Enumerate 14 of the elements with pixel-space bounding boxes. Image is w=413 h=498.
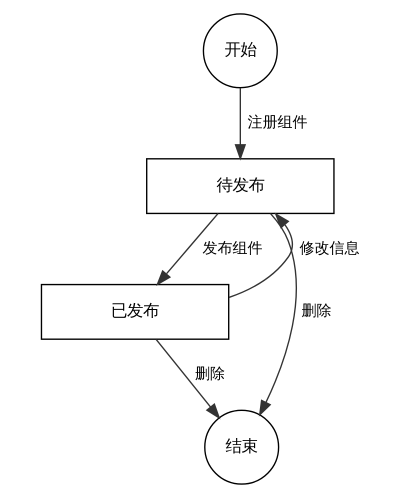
edge-label: 删除 [302, 302, 332, 320]
edge-label: 发布组件 [202, 238, 262, 257]
arrow [258, 213, 297, 417]
arrow [228, 212, 294, 298]
node-box: 已发布 [40, 284, 230, 340]
edge-label: 注册组件 [248, 113, 308, 132]
node-circle: 结束 [204, 410, 280, 485]
node-circle: 开始 [202, 13, 278, 88]
node-box: 待发布 [146, 158, 335, 214]
edge-label: 删除 [194, 364, 225, 383]
arrow [234, 88, 246, 161]
arrow [156, 213, 219, 286]
arrow [156, 339, 220, 420]
edge-label: 修改信息 [300, 238, 360, 257]
